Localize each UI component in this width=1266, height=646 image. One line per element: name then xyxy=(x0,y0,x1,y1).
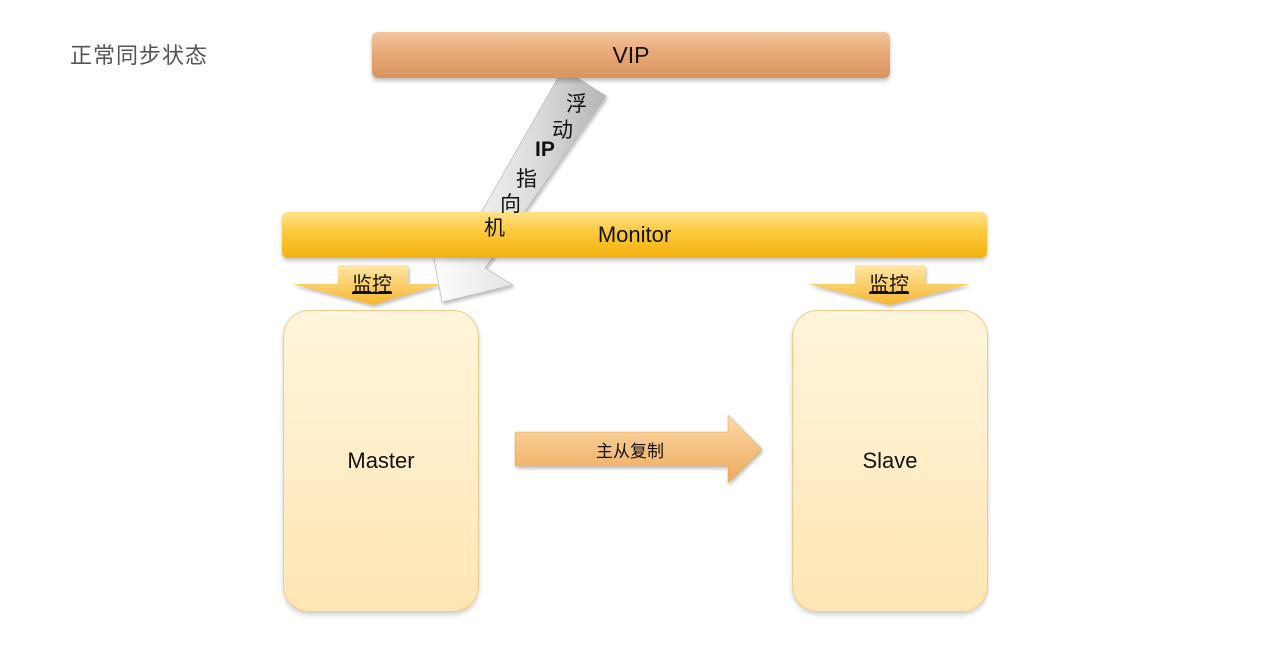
slave-label: Slave xyxy=(862,448,918,473)
watch-label-master: 监控 xyxy=(352,272,392,296)
vip-label: VIP xyxy=(612,41,650,68)
floating-ip-arrow xyxy=(429,68,607,303)
watch-label-slave: 监控 xyxy=(869,272,909,296)
master-node: Master xyxy=(283,310,479,612)
watch-arrow-left xyxy=(292,265,442,305)
watch-arrow-right xyxy=(808,265,970,305)
page-title: 正常同步状态 xyxy=(70,44,209,69)
vip-bar: VIP xyxy=(372,32,890,78)
master-label: Master xyxy=(347,448,415,473)
slave-node: Slave xyxy=(792,310,988,612)
monitor-label: Monitor xyxy=(597,222,672,247)
monitor-bar: Monitor xyxy=(282,212,987,258)
replication-label: 主从复制 xyxy=(596,442,664,462)
replication-arrow xyxy=(514,414,763,484)
